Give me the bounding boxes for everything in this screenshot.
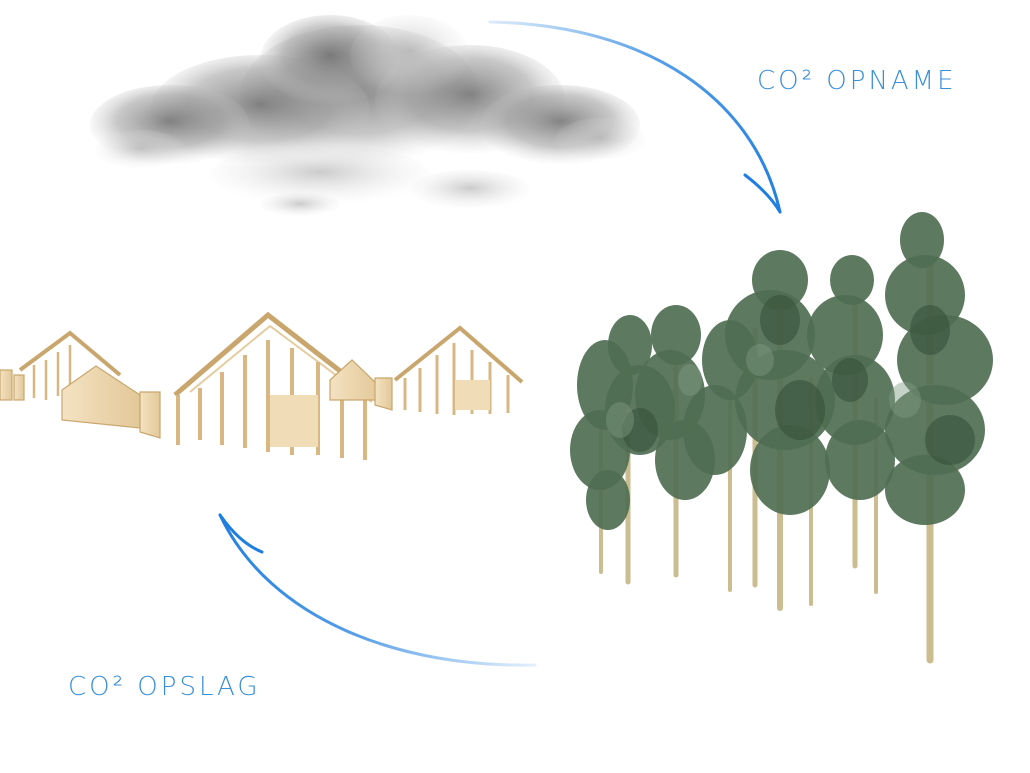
arrow-uptake [488,20,782,214]
curved-arrow-icon [488,20,782,214]
cloud-icon [90,15,645,217]
arrow-storage [218,513,537,667]
co2-uptake-label: CO² OPNAME [757,66,957,96]
timber-frame-buildings [0,311,524,460]
curved-arrow-icon [218,513,537,667]
co2-storage-label: CO² OPSLAG [68,672,261,702]
pine-forest [570,212,993,664]
